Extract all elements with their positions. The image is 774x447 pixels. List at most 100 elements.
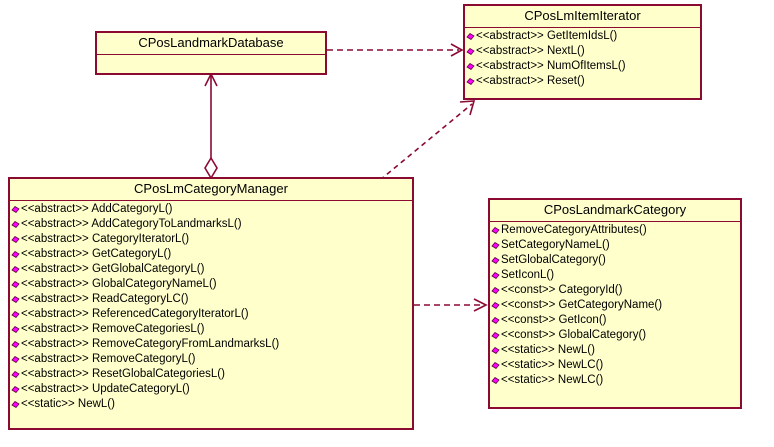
member-label: <<const>> GetIcon() xyxy=(501,314,607,326)
member-row[interactable]: <<static>> NewLC() xyxy=(491,373,739,388)
const-marker-icon xyxy=(491,316,500,325)
class-box-landmark-database[interactable]: CPosLandmarkDatabase xyxy=(95,31,327,75)
edge-manager-aggregates-database xyxy=(200,72,224,182)
member-label: <<const>> GlobalCategory() xyxy=(501,329,647,341)
member-label: <<static>> NewL() xyxy=(501,344,595,356)
member-label: <<abstract>> GetCategoryL() xyxy=(21,248,172,260)
member-label: <<abstract>> ResetGlobalCategoriesL() xyxy=(21,368,225,380)
member-row[interactable]: <<const>> CategoryId() xyxy=(491,283,739,298)
abstract-marker-icon xyxy=(11,250,20,259)
member-label: <<abstract>> AddCategoryL() xyxy=(21,203,173,215)
method-marker-icon xyxy=(491,226,500,235)
edge-manager-to-category xyxy=(414,295,492,315)
member-label: <<abstract>> NumOfItemsL() xyxy=(476,60,626,72)
abstract-marker-icon xyxy=(11,280,20,289)
static-marker-icon xyxy=(491,361,500,370)
member-label: <<abstract>> Reset() xyxy=(476,75,585,87)
member-row[interactable]: <<abstract>> GlobalCategoryNameL() xyxy=(11,277,411,292)
abstract-marker-icon xyxy=(11,310,20,319)
member-row[interactable]: <<abstract>> Reset() xyxy=(466,74,699,89)
member-row[interactable]: <<abstract>> ResetGlobalCategoriesL() xyxy=(11,367,411,382)
class-title-landmark-database: CPosLandmarkDatabase xyxy=(96,32,326,55)
class-box-lm-item-iterator[interactable]: CPosLmItemIterator <<abstract>> GetItemI… xyxy=(463,4,702,100)
member-row[interactable]: <<abstract>> GetCategoryL() xyxy=(11,247,411,262)
member-label: SetCategoryNameL() xyxy=(501,239,610,251)
abstract-marker-icon xyxy=(466,62,475,71)
class-title-landmark-category: CPosLandmarkCategory xyxy=(489,199,741,222)
open-diamond xyxy=(204,156,218,180)
member-row[interactable]: <<abstract>> GetGlobalCategoryL() xyxy=(11,262,411,277)
member-label: SetIconL() xyxy=(501,269,555,281)
const-marker-icon xyxy=(491,331,500,340)
class-members-lm-item-iterator: <<abstract>> GetItemIdsL() <<abstract>> … xyxy=(464,28,701,91)
static-marker-icon xyxy=(491,346,500,355)
member-row[interactable]: <<static>> NewL() xyxy=(491,343,739,358)
member-row[interactable]: RemoveCategoryAttributes() xyxy=(491,223,739,238)
abstract-marker-icon xyxy=(466,32,475,41)
member-row[interactable]: <<abstract>> RemoveCategoriesL() xyxy=(11,322,411,337)
member-label: <<abstract>> ReadCategoryLC() xyxy=(21,293,189,305)
abstract-marker-icon xyxy=(11,385,20,394)
open-arrowhead xyxy=(450,43,464,57)
abstract-marker-icon xyxy=(11,220,20,229)
member-label: <<abstract>> RemoveCategoryL() xyxy=(21,353,196,365)
class-title-lm-category-manager: CPosLmCategoryManager xyxy=(9,178,413,201)
member-label: <<abstract>> GetItemIdsL() xyxy=(476,30,618,42)
abstract-marker-icon xyxy=(466,77,475,86)
member-label: SetGlobalCategory() xyxy=(501,254,606,266)
member-label: <<static>> NewL() xyxy=(21,398,115,410)
class-box-lm-category-manager[interactable]: CPosLmCategoryManager <<abstract>> AddCa… xyxy=(8,177,414,430)
const-marker-icon xyxy=(491,286,500,295)
abstract-marker-icon xyxy=(11,370,20,379)
member-row[interactable]: <<abstract>> GetItemIdsL() xyxy=(466,29,699,44)
class-box-landmark-category[interactable]: CPosLandmarkCategory RemoveCategoryAttri… xyxy=(488,198,742,409)
method-marker-icon xyxy=(491,271,500,280)
member-row[interactable]: <<abstract>> ReadCategoryLC() xyxy=(11,292,411,307)
method-marker-icon xyxy=(491,256,500,265)
member-label: <<static>> NewLC() xyxy=(501,374,604,386)
member-row[interactable]: <<const>> GetCategoryName() xyxy=(491,298,739,313)
member-row[interactable]: <<abstract>> NumOfItemsL() xyxy=(466,59,699,74)
member-row[interactable]: <<const>> GlobalCategory() xyxy=(491,328,739,343)
member-label: <<abstract>> ReferencedCategoryIteratorL… xyxy=(21,308,249,320)
member-row[interactable]: <<abstract>> ReferencedCategoryIteratorL… xyxy=(11,307,411,322)
member-row[interactable]: <<abstract>> RemoveCategoryFromLandmarks… xyxy=(11,337,411,352)
abstract-marker-icon xyxy=(11,265,20,274)
abstract-marker-icon xyxy=(466,47,475,56)
member-label: <<abstract>> GetGlobalCategoryL() xyxy=(21,263,205,275)
member-label: <<abstract>> RemoveCategoriesL() xyxy=(21,323,205,335)
member-row[interactable]: <<static>> NewLC() xyxy=(491,358,739,373)
member-row[interactable]: <<abstract>> AddCategoryL() xyxy=(11,202,411,217)
member-label: <<abstract>> CategoryIteratorL() xyxy=(21,233,190,245)
dependency-line xyxy=(379,103,473,181)
abstract-marker-icon xyxy=(11,355,20,364)
member-row[interactable]: SetIconL() xyxy=(491,268,739,283)
member-row[interactable]: <<abstract>> NextL() xyxy=(466,44,699,59)
member-row[interactable]: <<abstract>> CategoryIteratorL() xyxy=(11,232,411,247)
abstract-marker-icon xyxy=(11,205,20,214)
class-title-lm-item-iterator: CPosLmItemIterator xyxy=(464,5,701,28)
open-arrowhead xyxy=(473,298,488,312)
member-row[interactable]: <<abstract>> RemoveCategoryL() xyxy=(11,352,411,367)
member-label: <<const>> CategoryId() xyxy=(501,284,623,296)
abstract-marker-icon xyxy=(11,295,20,304)
edge-database-to-iterator xyxy=(327,40,467,60)
static-marker-icon xyxy=(11,400,20,409)
member-label: <<const>> GetCategoryName() xyxy=(501,299,663,311)
abstract-marker-icon xyxy=(11,340,20,349)
member-label: <<abstract>> NextL() xyxy=(476,45,585,57)
member-row[interactable]: SetGlobalCategory() xyxy=(491,253,739,268)
member-row[interactable]: <<static>> NewL() xyxy=(11,397,411,412)
static-marker-icon xyxy=(491,376,500,385)
member-row[interactable]: <<abstract>> UpdateCategoryL() xyxy=(11,382,411,397)
class-members-lm-category-manager: <<abstract>> AddCategoryL() <<abstract>>… xyxy=(9,201,413,414)
member-row[interactable]: SetCategoryNameL() xyxy=(491,238,739,253)
member-label: RemoveCategoryAttributes() xyxy=(501,224,647,236)
class-members-landmark-database xyxy=(96,55,326,73)
member-row[interactable]: <<const>> GetIcon() xyxy=(491,313,739,328)
member-label: <<abstract>> UpdateCategoryL() xyxy=(21,383,190,395)
member-label: <<static>> NewLC() xyxy=(501,359,604,371)
member-row[interactable]: <<abstract>> AddCategoryToLandmarksL() xyxy=(11,217,411,232)
abstract-marker-icon xyxy=(11,325,20,334)
